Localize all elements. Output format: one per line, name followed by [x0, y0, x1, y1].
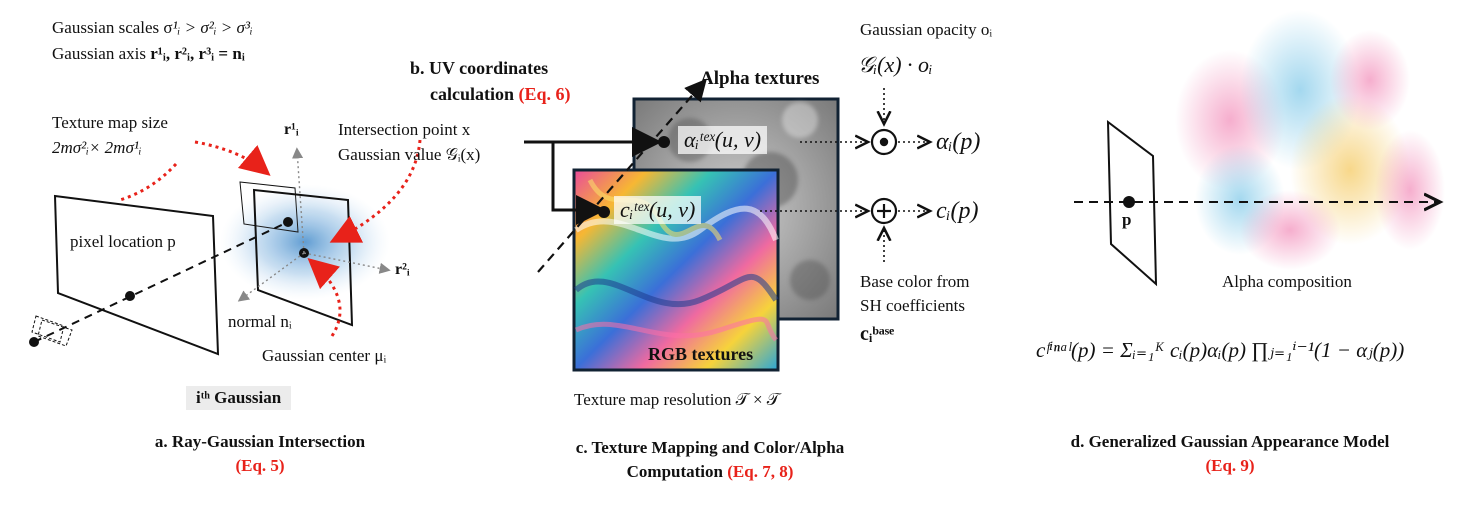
- ray-origin: [29, 337, 39, 347]
- add-operator-icon: [870, 197, 898, 225]
- caption-a: a. Ray-Gaussian Intersection: [154, 432, 366, 451]
- pixel-location-label: pixel location p: [70, 232, 176, 251]
- red-arrow-texsize: [194, 140, 271, 176]
- axis-normal: [237, 252, 305, 302]
- alpha-output: αᵢ(p): [936, 129, 981, 155]
- axis-r2: [303, 252, 391, 274]
- caption-a-eq: (Eq. 5): [235, 456, 285, 475]
- pixel-point-d: [1123, 196, 1135, 208]
- multiply-operator-icon: [870, 128, 898, 156]
- uv-diagonal-dashed: [537, 78, 707, 273]
- opacity-label: Gaussian opacity oᵢ: [860, 20, 993, 39]
- red-arrow-pixel: [119, 162, 178, 202]
- camera-icon: [31, 315, 73, 347]
- alpha-textures-label: Alpha textures: [700, 68, 820, 89]
- normal-label: normal nᵢ: [228, 312, 292, 331]
- texture-size-math: 2mσ²ᵢ× 2mσ¹ᵢ: [52, 138, 142, 157]
- red-arrow-center: [307, 258, 342, 337]
- ray-line: [33, 221, 289, 343]
- base-color-line3: cᵢᵇᵃˢᵉ: [860, 323, 895, 345]
- axis-label: Gaussian axis r¹ᵢ, r²ᵢ, r³ᵢ = nᵢ: [52, 44, 245, 63]
- caption-c-line2: Computation (Eq. 7, 8): [626, 462, 794, 481]
- panel-b-title-2: calculation (Eq. 6): [430, 84, 571, 104]
- composition-formula: cᶠⁱⁿᵃˡ(p) = Σᵢ₌₁ᴷ cᵢ(p)αᵢ(p) ∏ⱼ₌₁ⁱ⁻¹(1 −…: [1036, 338, 1405, 362]
- alpha-tex-fn: αᵢᵗᵉˣ(u, v): [678, 126, 768, 154]
- base-color-line2: SH coefficients: [860, 296, 965, 315]
- texture-resolution-label: Texture map resolution 𝒯 × 𝒯: [574, 390, 780, 409]
- uv-bracket-arrow: [524, 140, 606, 225]
- intersection-label: Intersection point x: [338, 120, 471, 139]
- ith-gaussian-badge: iᵗʰ Gaussian: [186, 386, 292, 410]
- texture-size-label: Texture map size: [52, 113, 168, 132]
- caption-c-line1: c. Texture Mapping and Color/Alpha: [575, 438, 845, 457]
- rgb-textures-label: RGB textures: [648, 344, 754, 364]
- pixel-point: [125, 291, 135, 301]
- intersection-point: [283, 217, 293, 227]
- caption-d: d. Generalized Gaussian Appearance Model: [1070, 432, 1390, 451]
- texture-plane-back: [239, 181, 299, 233]
- color-tex-fn: cᵢᵗᵉˣ(u, v): [614, 196, 702, 224]
- uv-point-rgb: [598, 206, 610, 218]
- rgb-texture-swirls: [574, 178, 779, 342]
- pixel-plane: [53, 194, 220, 356]
- rendered-cloud: [1175, 10, 1445, 270]
- opacity-product: 𝒢ᵢ(x) · oᵢ: [858, 52, 933, 77]
- uv-point-alpha: [658, 136, 670, 148]
- scales-label: Gaussian scales σ¹ᵢ > σ²ᵢ > σ³ᵢ: [52, 18, 253, 37]
- caption-d-eq: (Eq. 9): [1205, 456, 1255, 475]
- pixel-p-label-d: p: [1122, 210, 1132, 229]
- gaussian-value-label: Gaussian value 𝒢ᵢ(x): [338, 145, 481, 164]
- axis-r2-label: r²ᵢ: [395, 261, 410, 278]
- color-output: cᵢ(p): [936, 198, 979, 224]
- panel-b-title-1: b. UV coordinates: [410, 58, 549, 78]
- axis-r1-label: r¹ᵢ: [284, 121, 299, 138]
- base-color-line1: Base color from: [860, 272, 970, 291]
- axis-r1: [291, 147, 305, 254]
- alpha-composition-label: Alpha composition: [1222, 272, 1352, 291]
- gaussian-center-label: Gaussian center μᵢ: [262, 346, 387, 365]
